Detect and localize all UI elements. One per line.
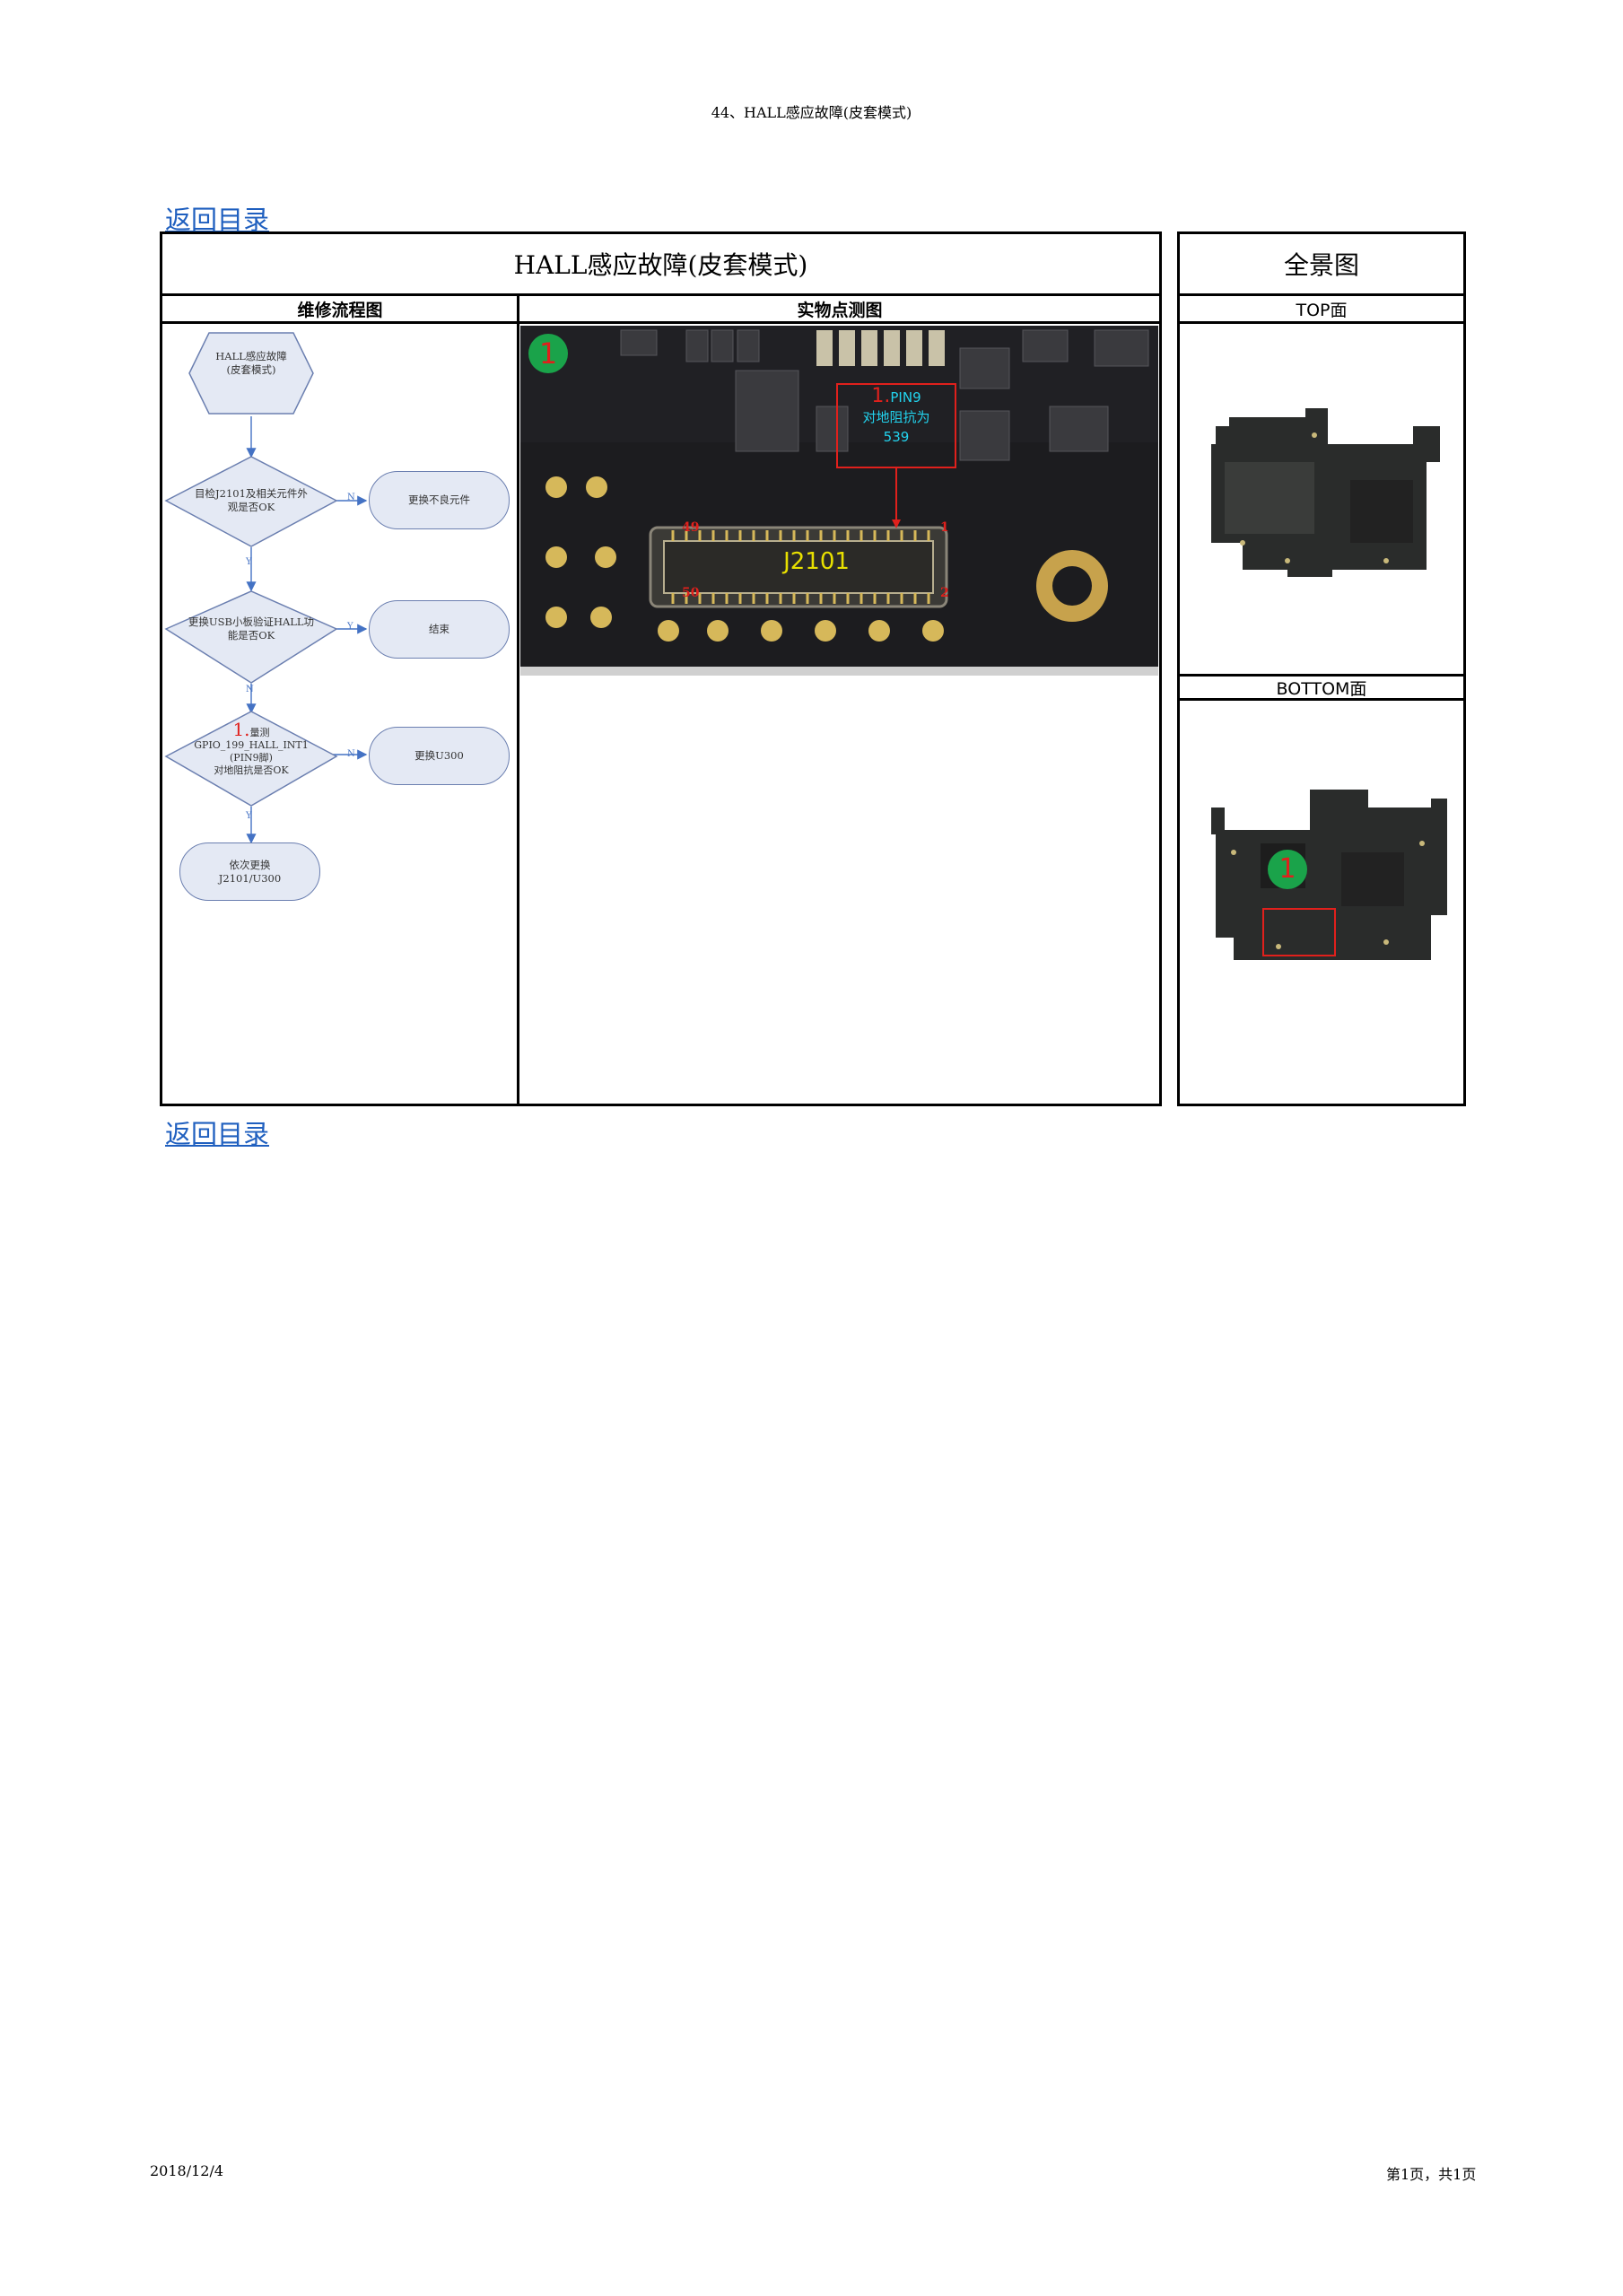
footer-date: 2018/12/4 [150,2162,224,2179]
flow-decision-1: 目检J2101及相关元件外 观是否OK [195,487,308,513]
overview-table [1177,231,1466,1106]
pcb-closeup-drawing [520,326,1158,676]
flow-replace-u300: 更换U300 [369,727,510,785]
pin-label-1: 1 [940,520,949,535]
main-title: HALL感应故障(皮套模式) [513,250,808,280]
photo-note-line1: PIN9 [890,389,921,406]
footer-page-number: 第1页，共1页 [1386,2166,1477,2183]
overview-title: 全景图 [1283,250,1359,280]
flow-start: HALL感应故障 (皮套模式) [215,350,287,376]
flow-decision-3: 1.量测 GPIO_199_HALL_INT1 (PIN9脚) 对地阻抗是否OK [179,720,323,777]
page-header: 44、HALL感应故障(皮套模式) [711,104,912,121]
flow-decision-3-number: 1. [232,719,250,740]
flow-end: 结束 [369,600,510,659]
flow-decision-3-text: 量测 GPIO_199_HALL_INT1 (PIN9脚) 对地阻抗是否OK [194,727,309,776]
photo-note-number: 1. [871,385,891,407]
photo-note-line2: 对地阻抗为 [862,409,930,425]
pin-label-50: 50 [682,586,700,600]
photo-marker-1: 1 [528,334,568,373]
flow-label-n2: N [246,685,254,694]
overview-marker-1: 1 [1268,850,1307,889]
top-board-photo [1207,408,1442,577]
back-to-index-link-top[interactable]: 返回目录 [165,205,270,235]
photo-note: 1.PIN9 对地阻抗为 539 [837,387,955,447]
bottom-board-photo: 1 [1207,790,1447,962]
photo-note-line3: 539 [883,429,910,445]
flow-label-y3: Y [246,811,252,821]
flow-label-n1: N [347,493,355,502]
bottom-side-label: BOTTOM面 [1276,679,1367,699]
flow-start-shape [188,332,314,415]
back-to-index-link-bottom[interactable]: 返回目录 [165,1119,270,1149]
flow-label-y1: Y [246,557,252,567]
flow-decision-2-shape [164,590,338,684]
flow-decision-1-shape [164,456,338,547]
flowchart-connectors [164,332,368,844]
flow-decision-3-shape [164,711,338,807]
flow-replace-bad-parts: 更换不良元件 [369,471,510,529]
pin-label-2: 2 [940,586,949,600]
flow-label-y2: Y [347,622,353,632]
flow-final-replace: 依次更换 J2101/U300 [179,842,320,901]
pcb-closeup-photo: 1 1.PIN9 对地阻抗为 539 J2101 49 50 1 2 [520,326,1158,676]
pin-label-49: 49 [682,520,700,535]
connector-label: J2101 [783,548,850,575]
col-photo-header: 实物点测图 [797,301,883,320]
flow-label-n3: N [347,749,355,759]
top-side-label: TOP面 [1296,301,1348,320]
flow-decision-2: 更换USB小板验证HALL功 能是否OK [188,615,315,642]
col-flow-header: 维修流程图 [297,301,383,320]
